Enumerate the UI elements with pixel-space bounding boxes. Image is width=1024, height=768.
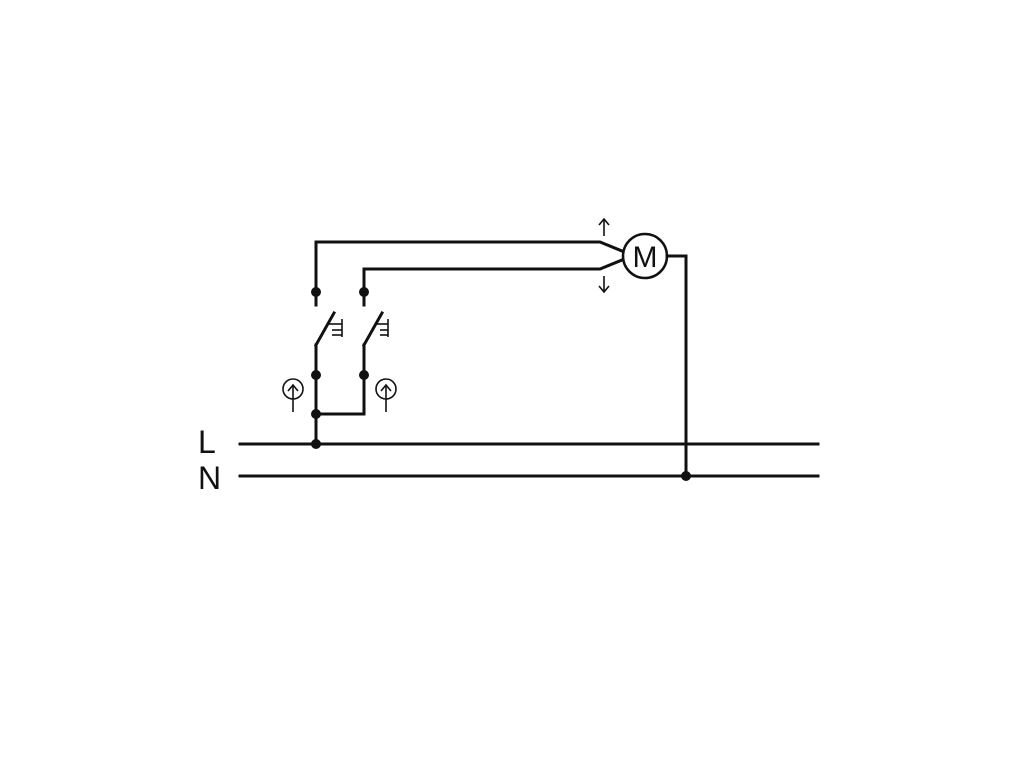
switch-1-contact	[313, 310, 337, 348]
down-control-wire	[362, 258, 624, 271]
motor-neutral-wire	[665, 254, 688, 478]
pushbutton-switch-icon	[328, 319, 343, 337]
junction-node	[359, 287, 369, 297]
indicator-lamp-icon	[282, 378, 304, 412]
switch-2-contact	[361, 310, 385, 348]
indicator-lamp-icon	[375, 378, 397, 412]
junction-node	[311, 370, 321, 380]
pushbutton-switch-icon	[376, 319, 389, 337]
junction-node	[311, 439, 321, 449]
neutral-label: N	[198, 460, 221, 496]
junction-node	[311, 409, 321, 419]
junction-node	[359, 370, 369, 380]
arrow-up-icon	[598, 217, 610, 236]
junction-node	[311, 287, 321, 297]
arrow-down-icon	[598, 276, 610, 294]
up-control-wire	[314, 240, 624, 253]
live-label: L	[198, 424, 216, 460]
junction-node	[681, 471, 691, 481]
motor-icon: M	[621, 232, 669, 280]
motor-label: M	[633, 241, 658, 274]
